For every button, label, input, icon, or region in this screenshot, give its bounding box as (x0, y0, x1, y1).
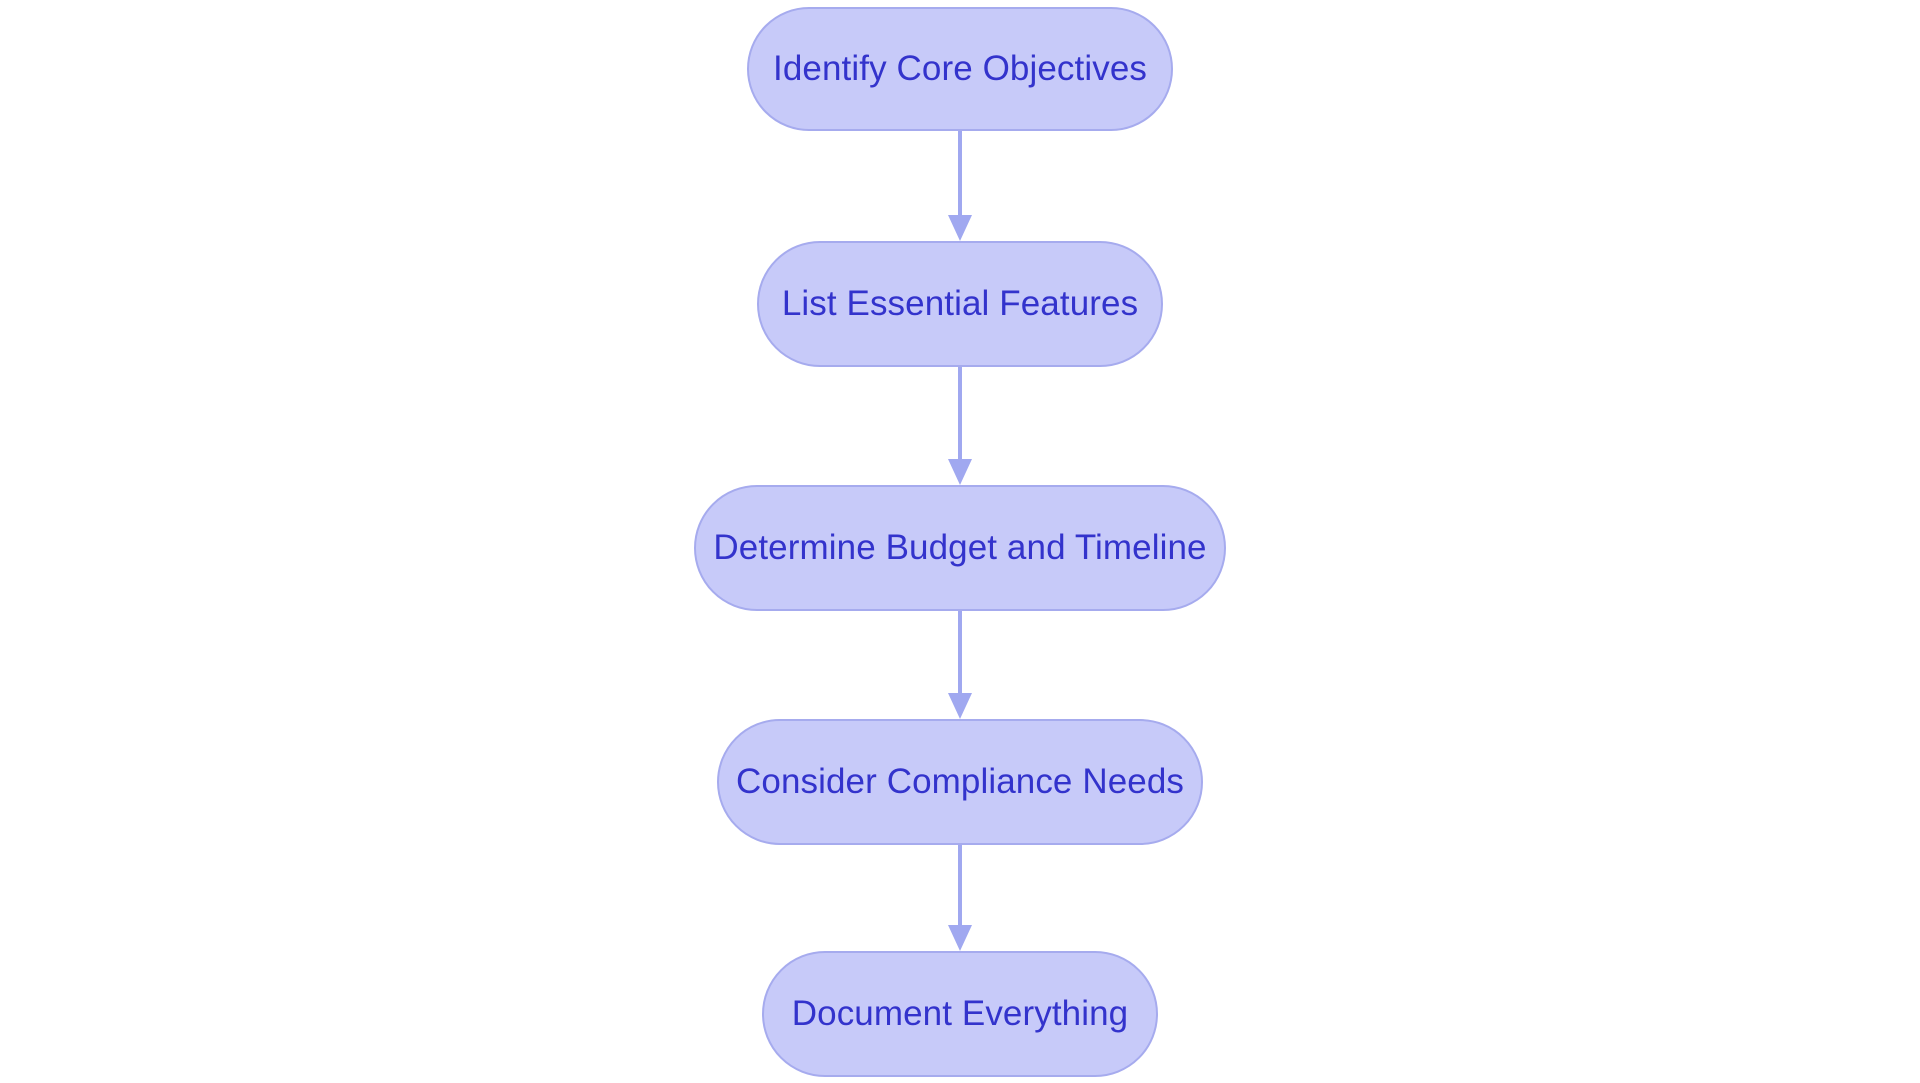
flow-node-determine-budget-and-timeline[interactable]: Determine Budget and Timeline (694, 485, 1226, 611)
connector-line (958, 367, 962, 460)
connector-line (958, 611, 962, 694)
flow-edge-1-arrow (947, 131, 973, 241)
down-arrow-icon (948, 215, 972, 241)
flow-node-identify-core-objectives[interactable]: Identify Core Objectives (747, 7, 1173, 131)
flow-edge-3-arrow (947, 611, 973, 719)
down-arrow-icon (948, 925, 972, 951)
top-spacer (960, 0, 961, 7)
flow-node-document-everything[interactable]: Document Everything (762, 951, 1158, 1077)
flow-node-label: Identify Core Objectives (773, 48, 1147, 88)
flow-node-label: Document Everything (791, 993, 1129, 1033)
down-arrow-icon (948, 693, 972, 719)
flow-node-label: List Essential Features (781, 283, 1139, 323)
down-arrow-icon (948, 459, 972, 485)
flow-edge-2-arrow (947, 367, 973, 485)
flow-node-label: Determine Budget and Timeline (713, 527, 1207, 567)
flow-edge-4-arrow (947, 845, 973, 951)
flow-node-consider-compliance-needs[interactable]: Consider Compliance Needs (717, 719, 1203, 845)
connector-line (958, 845, 962, 926)
flow-node-label: Consider Compliance Needs (736, 761, 1184, 801)
connector-line (958, 131, 962, 216)
flow-node-list-essential-features[interactable]: List Essential Features (757, 241, 1163, 367)
